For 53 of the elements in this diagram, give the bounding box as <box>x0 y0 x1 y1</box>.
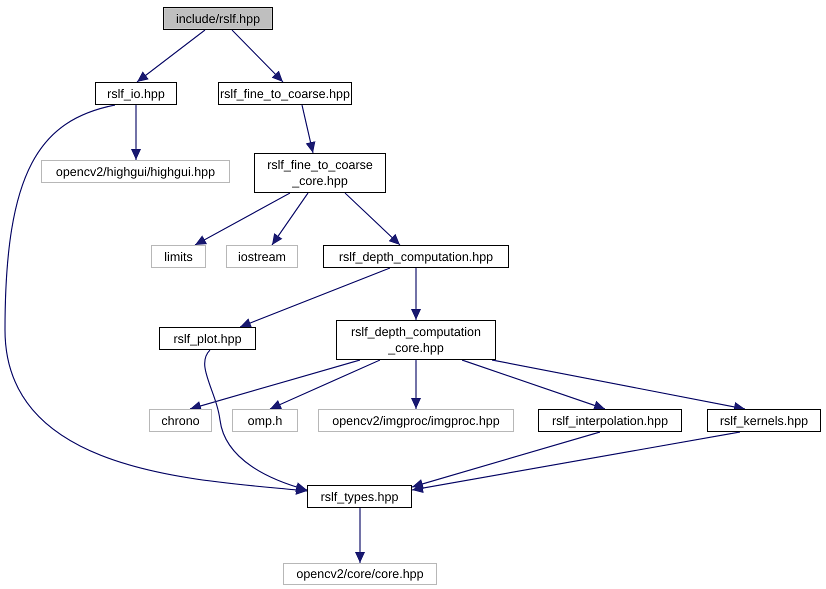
arrow <box>232 30 284 82</box>
file-box <box>318 409 514 432</box>
arrow <box>270 359 380 410</box>
file-name: opencv2/core/core.hpp <box>296 566 424 582</box>
arrow <box>462 359 606 410</box>
arrow <box>344 192 400 246</box>
arrow <box>4 104 308 495</box>
arrow <box>204 350 308 492</box>
file-name: rslf_depth_computation.hpp <box>338 248 494 264</box>
file-name: limits <box>164 248 193 264</box>
file-box <box>283 563 437 585</box>
arrow <box>412 431 600 489</box>
file-name: include/rslf.hpp <box>176 10 260 26</box>
file-box <box>226 245 298 268</box>
arrow <box>301 104 316 154</box>
file-box <box>707 409 821 432</box>
file-box <box>95 82 177 105</box>
file-box <box>149 409 212 432</box>
file-box <box>538 409 682 432</box>
file-name: rslf_fine_to_coarse _core.hpp <box>266 157 374 189</box>
file-name: iostream <box>238 248 286 264</box>
file-name: omp.h <box>248 412 282 428</box>
file-box <box>254 153 386 193</box>
arrow <box>272 192 308 246</box>
arrow <box>131 105 141 160</box>
file-box <box>163 7 273 30</box>
file-box <box>232 409 298 432</box>
arrow <box>411 268 421 320</box>
arrow <box>412 431 740 493</box>
arrow <box>136 30 206 82</box>
file-box <box>151 245 206 268</box>
file-box <box>307 485 412 508</box>
arrow <box>411 360 421 409</box>
file-name: rslf_depth_computation _core.hpp <box>350 324 482 356</box>
file-name: opencv2/imgproc/imgproc.hpp <box>332 412 500 428</box>
file-name: rslf_kernels.hpp <box>720 412 808 428</box>
file-name: opencv2/highgui/highgui.hpp <box>56 164 216 180</box>
file-name: rslf_interpolation.hpp <box>552 412 668 428</box>
file-box <box>218 82 352 105</box>
file-name: rslf_fine_to_coarse.hpp <box>220 86 350 102</box>
arrow <box>190 359 360 411</box>
arrow <box>492 359 746 412</box>
file-name: rslf_io.hpp <box>107 86 165 102</box>
file-name: rslf_types.hpp <box>320 488 398 504</box>
file-box <box>323 245 509 268</box>
file-box <box>41 160 230 183</box>
file-name: rslf_plot.hpp <box>173 330 242 346</box>
file-name: chrono <box>161 412 200 428</box>
arrow <box>355 508 365 563</box>
arrow <box>194 192 290 246</box>
arrow <box>240 267 390 328</box>
file-box <box>336 320 496 360</box>
file-box <box>159 327 256 350</box>
